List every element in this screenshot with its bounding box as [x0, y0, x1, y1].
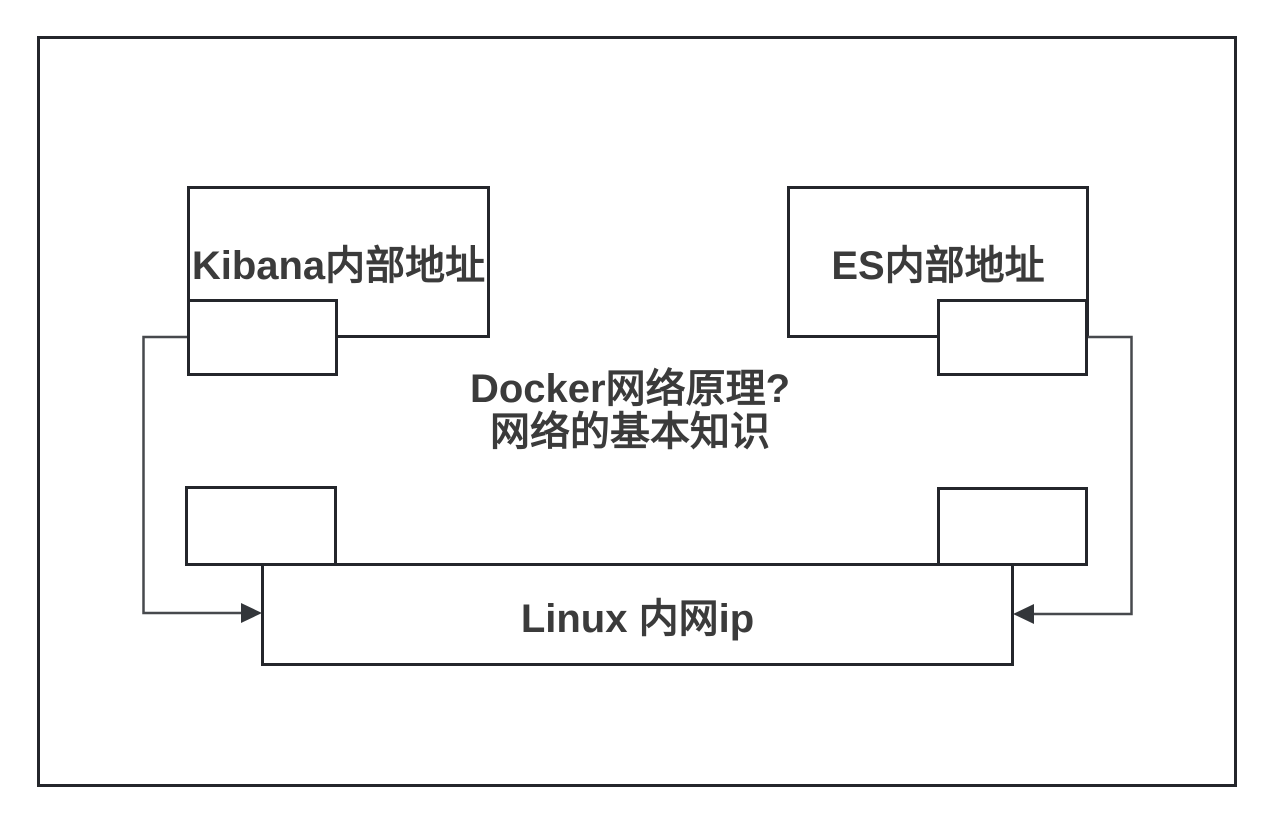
kibana-port-box — [187, 299, 338, 376]
linux-left-port-box — [185, 486, 337, 566]
es-node-label: ES内部地址 — [831, 244, 1045, 288]
diagram-title-line1: Docker网络原理? — [469, 367, 791, 411]
linux-node-box: Linux 内网ip — [261, 563, 1014, 666]
es-port-box — [937, 299, 1088, 376]
kibana-node-label: Kibana内部地址 — [191, 244, 486, 288]
linux-node-label: Linux 内网ip — [520, 596, 755, 641]
diagram-title: Docker网络原理? 网络的基本知识 — [330, 368, 930, 454]
linux-right-port-box — [937, 487, 1088, 566]
diagram-outer-frame — [37, 36, 1237, 787]
diagram-title-line2: 网络的基本知识 — [490, 410, 770, 454]
